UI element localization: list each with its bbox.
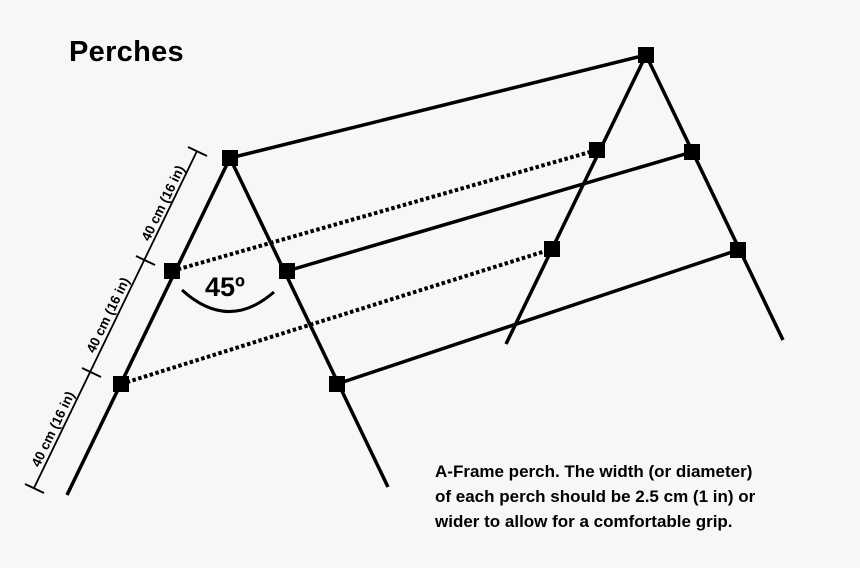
joint-square	[730, 242, 746, 258]
dimension-tick	[187, 146, 208, 157]
dimension-label-middle: 40 cm (16 in)	[83, 275, 132, 355]
joint-square	[329, 376, 345, 392]
left-frame-right-leg	[228, 157, 390, 488]
perch-bar-top	[229, 53, 647, 160]
diagram-title: Perches	[69, 36, 184, 68]
perch-bars-hidden	[120, 148, 598, 386]
caption-line: A-Frame perch. The width (or diameter)	[435, 462, 753, 481]
joint-square	[544, 241, 560, 257]
dimension-label-top: 40 cm (16 in)	[138, 163, 187, 243]
perch-bar-bottom-front	[336, 248, 739, 386]
angle-arc	[180, 288, 275, 313]
perch-bar-bottom-back	[120, 247, 553, 386]
dimension-line	[24, 146, 208, 494]
caption: A-Frame perch. The width (or diameter) o…	[435, 459, 855, 534]
perch-bar-middle-back	[171, 148, 598, 273]
dimension-label-bottom: 40 cm (16 in)	[28, 389, 77, 469]
dimension-tick	[135, 255, 156, 266]
dimension-tick	[24, 483, 45, 494]
angle-label: 45º	[205, 272, 245, 302]
right-frame-left-leg	[504, 54, 648, 345]
caption-line: wider to allow for a comfortable grip.	[435, 512, 733, 531]
joint-square	[589, 142, 605, 158]
left-frame-left-leg	[65, 157, 232, 496]
perch-bar-middle-front	[286, 150, 693, 273]
right-frame-right-leg	[644, 54, 785, 341]
joint-square	[279, 263, 295, 279]
left-a-frame	[65, 157, 390, 496]
joint-markers	[113, 47, 746, 392]
joint-square	[164, 263, 180, 279]
joint-square	[638, 47, 654, 63]
perch-bars	[229, 53, 739, 386]
right-a-frame	[504, 54, 785, 345]
caption-line: of each perch should be 2.5 cm (1 in) or	[435, 487, 756, 506]
dimension-tick	[81, 367, 102, 378]
joint-square	[684, 144, 700, 160]
joint-square	[113, 376, 129, 392]
joint-square	[222, 150, 238, 166]
